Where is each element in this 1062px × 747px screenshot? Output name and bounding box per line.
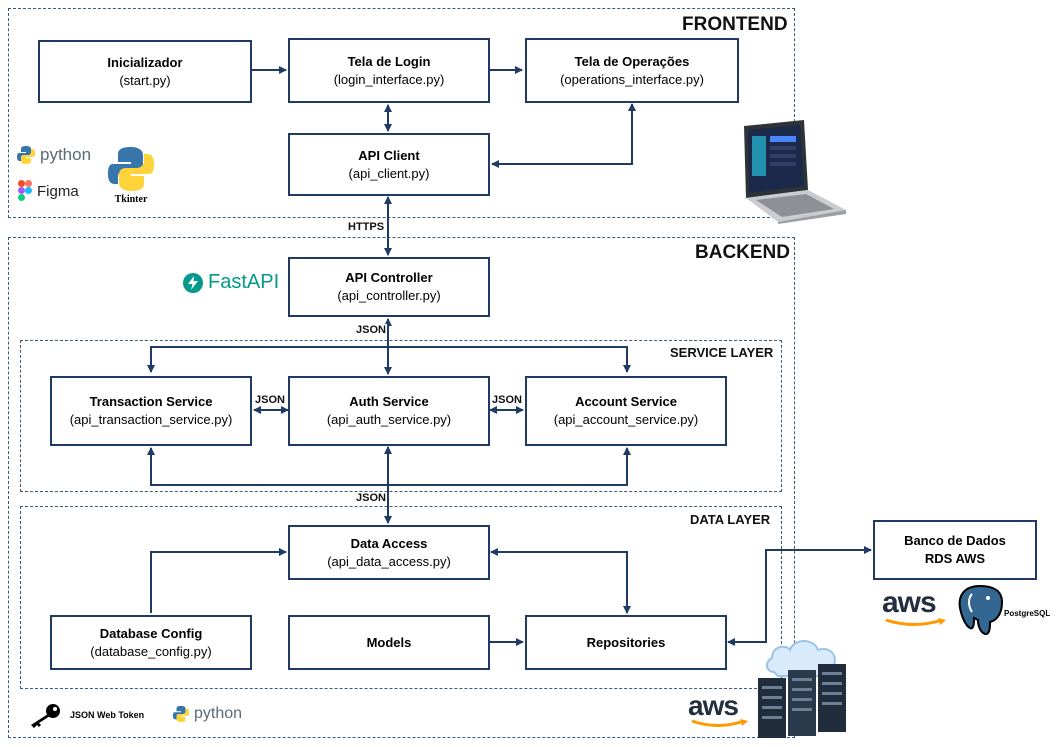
box-file: (api_controller.py) — [337, 288, 441, 303]
https-label: HTTPS — [347, 221, 386, 233]
database-config-box: Database Config (database_config.py) — [50, 615, 252, 670]
box-file: (api_account_service.py) — [553, 412, 699, 427]
box-title: Tela de Login — [347, 53, 431, 69]
models-box: Models — [288, 615, 490, 670]
python-icon — [17, 146, 35, 164]
box-file: (login_interface.py) — [333, 71, 445, 87]
key-icon — [31, 704, 60, 728]
box-file: (database_config.py) — [90, 643, 212, 659]
box-title: Transaction Service — [89, 394, 213, 409]
frontend-region — [8, 8, 795, 218]
login-box: Tela de Login (login_interface.py) — [288, 38, 490, 103]
box-file: (api_auth_service.py) — [326, 412, 452, 427]
box-title: API Controller — [345, 270, 433, 285]
repositories-box: Repositories — [525, 615, 727, 670]
elephant-icon — [958, 584, 1004, 636]
auth-service-box: Auth Service (api_auth_service.py) — [288, 376, 490, 446]
box-title: Data Access — [350, 535, 428, 551]
box-file: (start.py) — [119, 72, 171, 88]
figma-text: Figma — [37, 182, 79, 200]
aws-smile-icon — [691, 719, 748, 727]
aws-db-text: aws — [882, 586, 937, 619]
postgresql-text: PostgreSQL — [1004, 608, 1051, 618]
tkinter-python-icon — [108, 147, 154, 191]
api-controller-box: API Controller (api_controller.py) — [288, 257, 490, 317]
tkinter-logo: Tkinter — [105, 145, 157, 205]
tkinter-text: Tkinter — [114, 194, 148, 205]
postgresql-logo: PostgreSQL — [952, 582, 1050, 638]
box-title: Inicializador — [107, 54, 183, 70]
box-title: Database Config — [99, 625, 203, 641]
box-title: API Client — [358, 147, 420, 163]
service-layer-region — [20, 340, 782, 492]
database-box: Banco de Dados RDS AWS — [873, 520, 1037, 580]
transaction-service-box: Transaction Service (api_transaction_ser… — [50, 376, 252, 446]
python-footer-text: python — [194, 705, 243, 722]
fastapi-logo: FastAPI — [183, 271, 279, 294]
box-subtitle: RDS AWS — [924, 551, 986, 566]
data-layer-title: DATA LAYER — [690, 512, 771, 527]
laptop-icon — [744, 120, 846, 224]
backend-region — [8, 237, 795, 738]
operations-box: Tela de Operações (operations_interface.… — [525, 38, 739, 103]
data-access-box: Data Access (api_data_access.py) — [288, 525, 490, 580]
json-label-dataaccess: JSON — [355, 492, 387, 504]
box-title: Account Service — [575, 394, 677, 409]
aws-server-logo: aws — [688, 690, 748, 727]
cloud-server-icon — [758, 640, 846, 738]
service-layer-title: SERVICE LAYER — [670, 345, 774, 360]
box-file: (api_client.py) — [348, 165, 430, 181]
box-title: Auth Service — [349, 394, 429, 409]
box-title: Models — [366, 634, 412, 650]
jwt-text: JSON Web Token — [70, 710, 145, 720]
api-client-box: API Client (api_client.py) — [288, 133, 490, 196]
figma-logo: Figma — [18, 180, 79, 202]
json-label-account: JSON — [491, 394, 523, 406]
jwt-logo: JSON Web Token — [28, 702, 144, 728]
json-label-controller: JSON — [355, 324, 387, 336]
python-icon — [172, 705, 190, 723]
box-file: (api_data_access.py) — [327, 553, 451, 569]
python-footer-logo: python — [172, 705, 242, 723]
aws-smile-icon — [885, 618, 946, 626]
json-label-transaction: JSON — [254, 394, 286, 406]
aws-text: aws — [688, 690, 739, 721]
backend-title: BACKEND — [695, 242, 790, 263]
aws-db-logo: aws — [882, 586, 946, 626]
box-title: Repositories — [586, 634, 666, 650]
box-title: Tela de Operações — [574, 53, 690, 69]
inicializador-box: Inicializador (start.py) — [38, 40, 252, 103]
figma-icon — [18, 180, 32, 201]
box-file: (api_transaction_service.py) — [69, 412, 233, 427]
python-text: python — [40, 145, 92, 164]
frontend-title: FRONTEND — [682, 14, 788, 35]
fastapi-icon — [183, 272, 203, 293]
box-file: (operations_interface.py) — [560, 71, 704, 87]
account-service-box: Account Service (api_account_service.py) — [525, 376, 727, 446]
box-title: Banco de Dados — [904, 533, 1006, 548]
fastapi-text: FastAPI — [208, 271, 280, 293]
python-logo: python — [16, 145, 91, 165]
